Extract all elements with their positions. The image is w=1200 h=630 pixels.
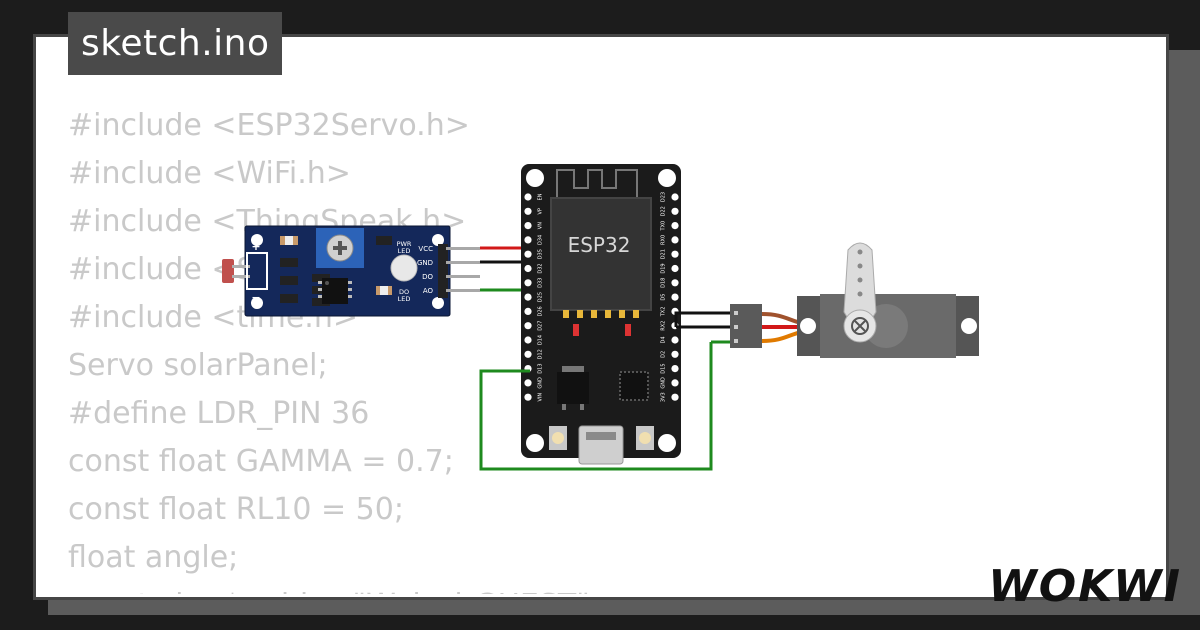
esp32-pin[interactable] xyxy=(524,350,532,358)
esp32-pin-label: D19 xyxy=(661,263,667,273)
esp32-pin[interactable] xyxy=(524,222,532,230)
esp32-pin[interactable] xyxy=(671,393,679,401)
usb-uart-chip-icon xyxy=(619,371,649,401)
esp32-pin[interactable] xyxy=(524,236,532,244)
code-line: Servo solarPanel; xyxy=(68,348,328,383)
boot-button-icon[interactable] xyxy=(636,426,654,450)
esp32-pin[interactable] xyxy=(524,279,532,287)
esp32-pin-label: D21 xyxy=(661,249,667,259)
file-title-tab[interactable]: sketch.ino xyxy=(68,12,283,75)
esp32-pin[interactable] xyxy=(671,222,679,230)
code-line: float angle; xyxy=(68,540,239,575)
esp32-pin-label: D15 xyxy=(661,363,667,373)
esp32-pin[interactable] xyxy=(524,264,532,273)
esp32-pin-label: D33 xyxy=(538,278,544,288)
servo-motor[interactable] xyxy=(730,242,979,358)
esp32-pin-label: VN xyxy=(538,222,544,229)
esp32-pin-label: D26 xyxy=(538,306,544,316)
esp32-pin-label: D35 xyxy=(538,249,544,259)
plus-marker: + xyxy=(251,240,260,253)
esp32-pin-label: D25 xyxy=(538,292,544,302)
esp32-pin-label: TX0 xyxy=(661,221,667,232)
esp32-pin-label: D27 xyxy=(538,321,544,331)
esp32-pin[interactable] xyxy=(671,236,679,244)
code-line: #define LDR_PIN 36 xyxy=(68,396,370,431)
esp32-pin-label: D14 xyxy=(538,335,544,345)
potentiometer-icon[interactable] xyxy=(316,228,364,268)
voltage-regulator-icon xyxy=(557,366,589,410)
esp32-pin-label: D2 xyxy=(661,351,667,358)
esp32-pin-label: D23 xyxy=(661,192,667,202)
esp32-pin[interactable] xyxy=(671,365,679,373)
esp32-pin[interactable] xyxy=(671,279,679,287)
esp32-pin-label: D22 xyxy=(661,206,667,216)
esp32-pin-label: D32 xyxy=(538,263,544,273)
code-line: const char* ssid = "Wokwi-GUEST"; xyxy=(68,582,600,594)
esp32-pin[interactable] xyxy=(524,336,532,344)
esp32-pin-label: D12 xyxy=(538,349,544,359)
esp32-pin-label: TX2 xyxy=(661,307,667,318)
esp32-pin-label: D18 xyxy=(661,278,667,288)
esp32-pin[interactable] xyxy=(524,307,532,315)
ldr-pin-gnd-label: GND xyxy=(417,259,433,267)
esp32-pin-label: GND xyxy=(538,377,544,389)
servo-wires[interactable] xyxy=(479,311,731,471)
esp32-pin-label: VP xyxy=(538,208,544,214)
esp32-pin[interactable] xyxy=(671,207,679,215)
esp32-board[interactable]: ESP32 xyxy=(521,164,681,465)
code-line: #include <WiFi.h> xyxy=(68,156,351,191)
servo-horn-icon[interactable] xyxy=(843,242,877,343)
esp32-pin[interactable] xyxy=(524,379,532,387)
wokwi-logo: WOKWI xyxy=(988,561,1182,612)
esp32-pin[interactable] xyxy=(671,293,679,301)
esp32-pin[interactable] xyxy=(524,193,532,201)
esp32-pin-label: D4 xyxy=(661,336,667,343)
esp32-pin[interactable] xyxy=(524,293,532,301)
wire-servo-gnd[interactable] xyxy=(674,311,731,327)
reset-button-icon[interactable] xyxy=(549,426,567,450)
wire-servo-pwm[interactable] xyxy=(479,342,713,471)
esp32-pin-label: D34 xyxy=(538,235,544,245)
esp32-pin-label: D5 xyxy=(661,294,667,301)
code-line: const float RL10 = 50; xyxy=(68,492,404,527)
antenna-icon xyxy=(556,169,638,198)
esp32-pin-label: RX0 xyxy=(661,235,667,245)
esp32-pin[interactable] xyxy=(524,322,532,330)
photoresistor-icon xyxy=(222,252,268,290)
ldr-sensor-module[interactable]: + − xyxy=(222,225,480,317)
ldr-pin-do-label: DO xyxy=(422,273,433,281)
esp32-pin-label: D13 xyxy=(538,363,544,373)
esp32-pin[interactable] xyxy=(671,264,679,273)
esp32-pin[interactable] xyxy=(524,250,532,258)
esp32-pin-label: 3V3 xyxy=(661,392,667,402)
comparator-chip-icon xyxy=(318,278,352,304)
esp32-pin[interactable] xyxy=(671,379,679,387)
esp32-chip-label: ESP32 xyxy=(568,233,631,257)
usb-port-icon[interactable] xyxy=(578,425,624,465)
esp32-pin-label: EN xyxy=(538,193,544,200)
esp32-pin[interactable] xyxy=(671,350,679,358)
esp32-pin[interactable] xyxy=(671,250,679,258)
esp32-pin-label: GND xyxy=(661,377,667,389)
esp32-pin[interactable] xyxy=(671,193,679,201)
ldr-pin-ao-label: AO xyxy=(423,287,434,295)
ldr-pin-vcc-label: VCC xyxy=(418,245,433,253)
code-line: #include <ESP32Servo.h> xyxy=(68,108,470,143)
esp32-pin[interactable] xyxy=(524,207,532,215)
status-led-icon xyxy=(390,254,418,282)
esp32-pin-label: RX2 xyxy=(661,321,667,331)
code-line: const float GAMMA = 0.7; xyxy=(68,444,454,479)
esp32-pin[interactable] xyxy=(671,336,679,344)
esp32-pin-label: VIN xyxy=(538,393,544,402)
esp32-pin[interactable] xyxy=(524,393,532,401)
minus-marker: − xyxy=(251,291,260,304)
